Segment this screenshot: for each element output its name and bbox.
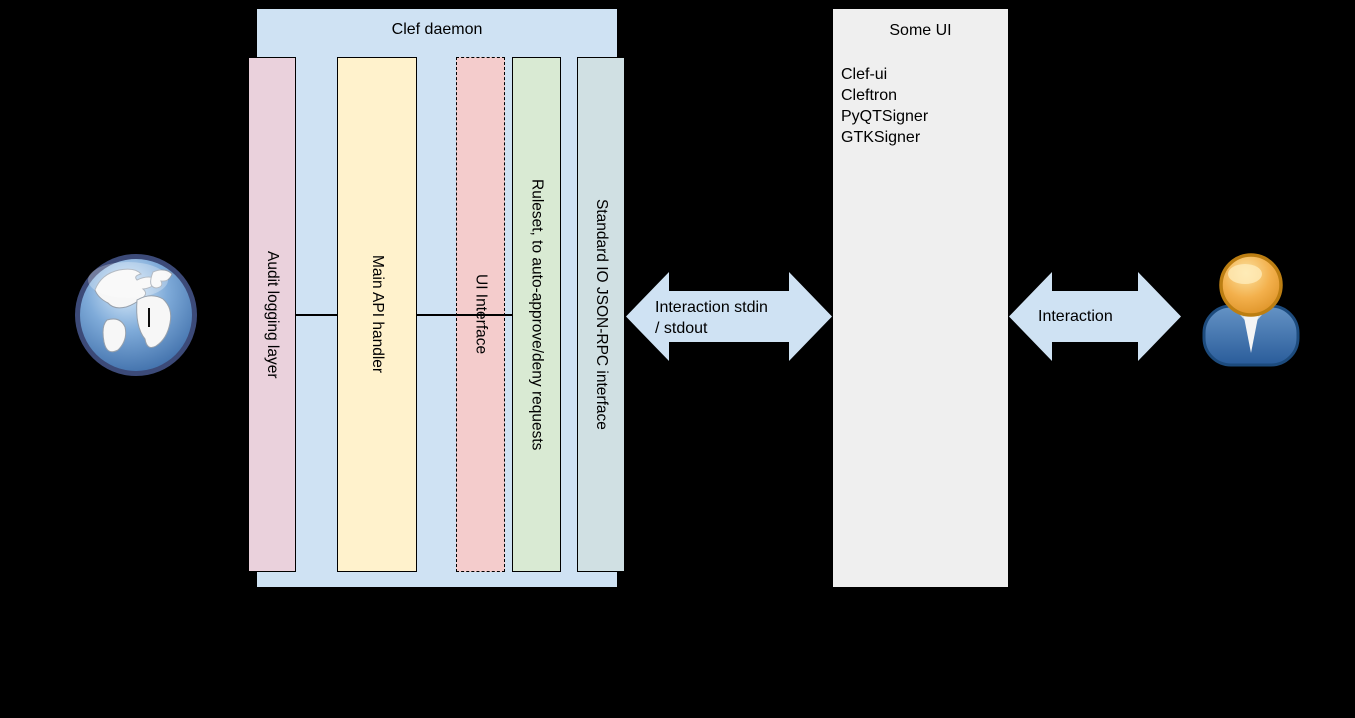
some-ui-item-gtksigner: GTKSigner [841,129,921,146]
bar-audit-logging-label: Audit logging layer [264,250,281,379]
clef-daemon-box [257,9,617,587]
stdin-label-line1: Interaction stdin [655,299,768,316]
bar-audit-logging: Audit logging layer [248,57,296,572]
user-interaction-arrow-label: Interaction [1038,308,1113,325]
some-ui-box [833,9,1008,587]
connector-api-to-ruleset [417,314,513,316]
some-ui-item-pyqtsigner: PyQTSigner [841,108,929,125]
stdin-stdout-arrow [626,272,832,361]
bar-main-api-handler-label: Main API handler [369,255,386,374]
connector-audit-to-api [296,314,338,316]
some-ui-item-clef-ui: Clef-ui [841,66,888,83]
person-icon [1202,253,1300,367]
some-ui-title: Some UI [889,22,952,39]
user-interaction-arrow [1009,272,1181,361]
bar-stdio-jsonrpc: Standard IO JSON-RPC interface [577,57,625,572]
clef-daemon-title: Clef daemon [391,21,483,38]
stdin-label-line2: / stdout [655,320,708,337]
stdin-stdout-arrow-label: Interaction stdin / stdout [655,297,768,339]
bar-ruleset: Ruleset, to auto-approve/deny requests [512,57,561,572]
some-ui-item-cleftron: Cleftron [841,87,898,104]
bar-stdio-jsonrpc-label: Standard IO JSON-RPC interface [593,199,610,430]
globe-icon [75,254,197,376]
bar-main-api-handler: Main API handler [337,57,417,572]
globe-cursor-tick [148,308,150,327]
some-ui-list: Clef-ui Cleftron PyQTSigner GTKSigner [841,64,928,148]
bar-ruleset-label: Ruleset, to auto-approve/deny requests [528,178,546,451]
